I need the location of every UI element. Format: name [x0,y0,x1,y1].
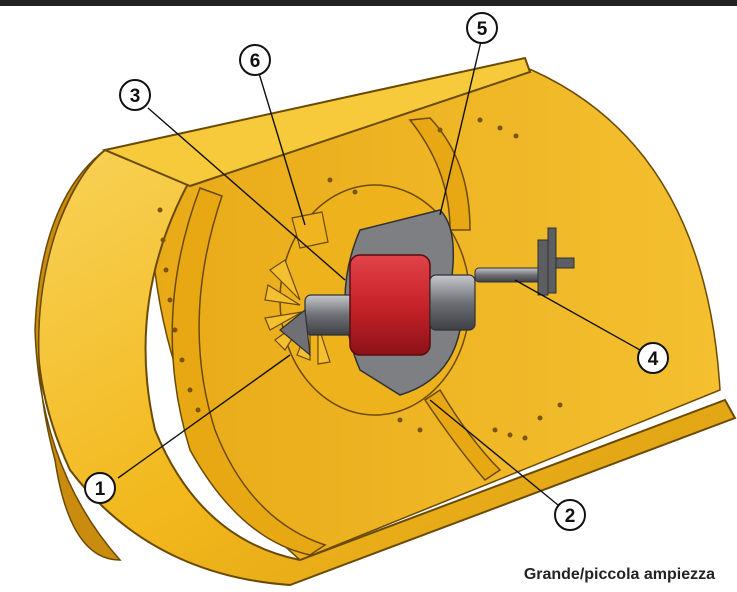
callout-1: 1 [84,472,116,504]
front-bearing-plate [279,308,311,357]
callout-3: 3 [119,79,151,111]
diagram-caption: Grande/piccola ampiezza [523,566,715,583]
callout-6-label: 6 [250,51,261,72]
drive-shaft [474,267,546,283]
drum-front-rim [34,149,122,561]
callout-5-label: 5 [477,19,488,40]
shaft-left [304,294,356,336]
callout-3-label: 3 [130,86,141,107]
ring-plate-1 [171,187,327,556]
callout-5: 5 [466,12,498,44]
leader-lines [117,36,641,506]
callout-1-label: 1 [95,479,106,500]
callout-2: 2 [554,499,586,531]
bolt-holes [157,117,563,441]
drum-top-edge [101,56,532,188]
callout-6: 6 [239,44,271,76]
eccentric-weight [349,254,431,356]
shaft-right [429,274,476,331]
callout-2-label: 2 [565,506,576,527]
ring-plate-3 [423,388,502,481]
callout-4: 4 [637,342,669,374]
ring-plate-2 [408,117,471,231]
universal-joint [537,227,575,296]
callout-4-label: 4 [648,349,659,370]
top-rule [0,0,737,6]
